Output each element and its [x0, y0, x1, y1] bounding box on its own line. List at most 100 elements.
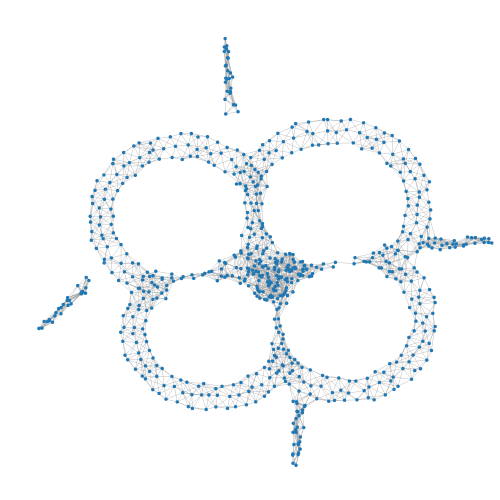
graph-edge: [298, 381, 304, 392]
graph-edge: [426, 316, 435, 331]
graph-edge: [105, 189, 114, 200]
graph-edge: [124, 271, 144, 277]
graph-node: [291, 266, 295, 270]
graph-node: [224, 47, 229, 51]
graph-edge: [151, 298, 166, 309]
graph-node: [94, 246, 99, 251]
graph-edge: [363, 122, 368, 138]
graph-node: [390, 133, 394, 138]
graph-node: [42, 319, 46, 324]
graph-node: [252, 291, 257, 295]
graph-node: [232, 172, 236, 176]
graph-edge: [359, 122, 364, 133]
graph-edge: [152, 357, 163, 369]
graph-edge: [284, 377, 300, 392]
graph-node: [246, 270, 251, 274]
graph-edge: [300, 131, 308, 150]
graph-edge: [288, 253, 291, 266]
graph-node: [278, 294, 282, 298]
graph-edge: [91, 240, 108, 248]
graph-edge: [285, 376, 300, 382]
graph-edge: [140, 359, 143, 377]
graph-node: [370, 146, 374, 150]
graph-node: [260, 224, 265, 229]
graph-node: [262, 157, 266, 162]
graph-edge: [204, 273, 218, 281]
graph-edge: [127, 342, 137, 360]
graph-edge: [81, 277, 87, 292]
graph-edge: [302, 269, 313, 274]
graph-edge: [142, 365, 146, 377]
graph-edge: [401, 346, 420, 356]
graph-node: [231, 383, 236, 387]
graph-node: [80, 291, 84, 296]
graph-edge: [262, 266, 279, 272]
graph-edge: [133, 145, 140, 158]
graph-edge: [254, 169, 267, 172]
graph-node: [195, 154, 200, 159]
graph-node: [151, 273, 155, 278]
graph-edge: [227, 58, 231, 74]
graph-edge: [323, 263, 334, 268]
graph-edge: [411, 271, 418, 282]
graph-node: [427, 287, 432, 292]
graph-edge: [355, 380, 365, 391]
graph-node: [370, 256, 375, 260]
graph-edge: [111, 257, 122, 264]
graph-edge: [410, 164, 421, 172]
graph-edge: [233, 384, 249, 392]
graph-edge: [422, 227, 428, 243]
graph-node: [352, 261, 356, 266]
graph-node: [230, 274, 235, 278]
graph-edge: [224, 254, 235, 263]
graph-edge: [217, 395, 230, 397]
graph-edge: [269, 368, 275, 387]
graph-edge: [221, 386, 240, 396]
graph-edge: [239, 183, 248, 195]
graph-edge: [390, 154, 393, 167]
graph-edge: [104, 190, 118, 200]
graph-node: [255, 294, 259, 298]
graph-edge: [235, 257, 242, 269]
graph-edge: [240, 181, 254, 184]
graph-edge: [258, 280, 261, 299]
graph-node: [433, 236, 437, 240]
graph-edge: [258, 164, 273, 173]
graph-node: [61, 302, 65, 307]
graph-edge: [269, 140, 284, 142]
graph-node: [125, 358, 130, 362]
graph-edge: [152, 292, 162, 300]
graph-edge: [138, 288, 140, 306]
graph-edge: [240, 382, 253, 388]
graph-node: [432, 241, 437, 245]
graph-edge: [139, 142, 154, 151]
graph-edge: [163, 136, 171, 149]
graph-node: [401, 157, 406, 161]
graph-node: [137, 141, 141, 145]
graph-node: [145, 270, 150, 274]
graph-edge: [91, 216, 101, 232]
graph-edge: [250, 175, 262, 178]
graph-node: [219, 274, 224, 278]
graph-node: [242, 279, 247, 283]
graph-node: [162, 383, 166, 388]
graph-edge: [132, 333, 146, 335]
graph-edge: [373, 382, 380, 400]
graph-node: [101, 236, 105, 241]
graph-edge: [171, 376, 175, 387]
graph-node: [276, 317, 281, 321]
graph-node: [144, 318, 148, 323]
graph-edge: [99, 207, 111, 210]
graph-edge: [247, 220, 260, 228]
graph-node: [270, 240, 275, 245]
graph-node: [276, 283, 280, 288]
graph-node: [275, 371, 279, 375]
graph-edge: [282, 362, 299, 366]
graph-node: [300, 365, 304, 370]
graph-edge: [164, 385, 175, 387]
graph-edge: [273, 332, 279, 350]
graph-edge: [271, 325, 281, 344]
graph-node: [401, 224, 406, 228]
graph-edge: [156, 376, 160, 394]
graph-node: [238, 181, 242, 186]
